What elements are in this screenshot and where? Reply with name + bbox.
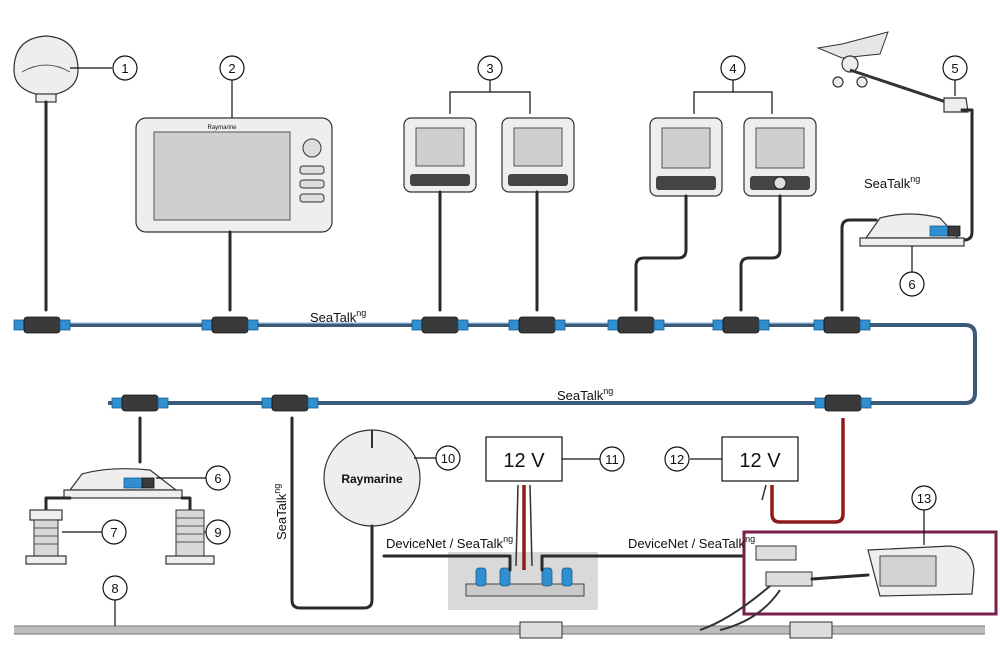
callout-12: 12	[664, 446, 690, 472]
seatalk-label-sensor: SeaTalkng	[864, 174, 920, 191]
callout-10: 10	[435, 445, 461, 471]
devicenet-label-left: DeviceNet / SeaTalkng	[386, 534, 513, 551]
depth-transducer-7	[25, 496, 102, 565]
svg-text:2: 2	[228, 61, 235, 76]
svg-text:11: 11	[605, 452, 619, 467]
svg-text:4: 4	[729, 61, 736, 76]
svg-text:1: 1	[121, 61, 128, 76]
seatalk-label-vertical: SeaTalkng	[272, 484, 289, 540]
callout-5: 5	[942, 55, 968, 81]
svg-text:13: 13	[917, 491, 931, 506]
callout-2: 2	[219, 55, 245, 81]
svg-text:12: 12	[670, 452, 684, 467]
engine-fuel-line-8	[14, 600, 985, 639]
svg-text:10: 10	[441, 451, 455, 466]
instrument-display-pair-4	[634, 80, 817, 312]
mfd-brand-label: Raymarine	[207, 125, 237, 131]
callout-4: 4	[720, 55, 746, 81]
callout-8: 8	[102, 575, 128, 601]
seatalk-label-mid: SeaTalkng	[557, 386, 613, 403]
callout-1: 1	[112, 55, 138, 81]
svg-text:7: 7	[110, 525, 117, 540]
svg-text:6: 6	[214, 471, 221, 486]
gateway-13	[699, 510, 998, 631]
callout-6-top: 6	[899, 271, 925, 297]
svg-text:8: 8	[111, 581, 118, 596]
multifunction-display: Raymarine	[135, 80, 333, 312]
compass-sensor-10: Raymarine	[290, 416, 436, 610]
svg-text:6: 6	[908, 277, 915, 292]
svg-text:5: 5	[951, 61, 958, 76]
speed-transducer-9	[165, 496, 215, 565]
seatalk-backbone-top	[22, 322, 977, 405]
converter-top	[840, 213, 965, 312]
converter-bottom	[63, 416, 206, 499]
power-supply-12: 12 V	[690, 418, 845, 524]
callout-11: 11	[599, 446, 625, 472]
compass-brand-label: Raymarine	[341, 472, 403, 486]
devicenet-label-right: DeviceNet / SeaTalkng	[628, 534, 755, 551]
svg-text:9: 9	[214, 525, 221, 540]
svg-text:3: 3	[486, 61, 493, 76]
callout-6-bottom: 6	[205, 465, 231, 491]
callout-9: 9	[205, 519, 231, 545]
seatalk-label-top: SeaTalkng	[310, 308, 366, 325]
backbone-top-connectors	[13, 316, 871, 334]
backbone-mid-connectors	[111, 394, 872, 412]
gps-antenna	[13, 35, 112, 312]
power-11-label: 12 V	[503, 450, 545, 472]
instrument-display-pair-3	[403, 80, 575, 312]
devicenet-bus	[382, 552, 746, 610]
power-supply-11: 12 V	[485, 436, 600, 570]
callout-13: 13	[911, 485, 937, 511]
callout-7: 7	[101, 519, 127, 545]
callout-3: 3	[477, 55, 503, 81]
power-12-label: 12 V	[739, 450, 781, 472]
